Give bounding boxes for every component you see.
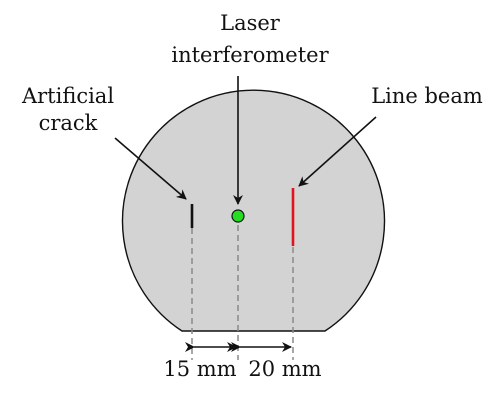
laser-label-line2: interferometer — [171, 43, 329, 67]
laser-label-line1: Laser — [220, 11, 281, 35]
beam-arrow — [298, 116, 377, 187]
crack-label-line1: Artificial — [21, 84, 114, 108]
crack-arrow — [114, 137, 187, 200]
crack-label-line2: crack — [39, 111, 98, 135]
dim-label-15mm: 15 mm — [163, 357, 236, 381]
dim-label-20mm: 20 mm — [248, 357, 321, 381]
line-beam-label: Line beam — [371, 84, 483, 108]
specimen-disc — [121, 89, 386, 332]
laser-point — [231, 209, 245, 223]
